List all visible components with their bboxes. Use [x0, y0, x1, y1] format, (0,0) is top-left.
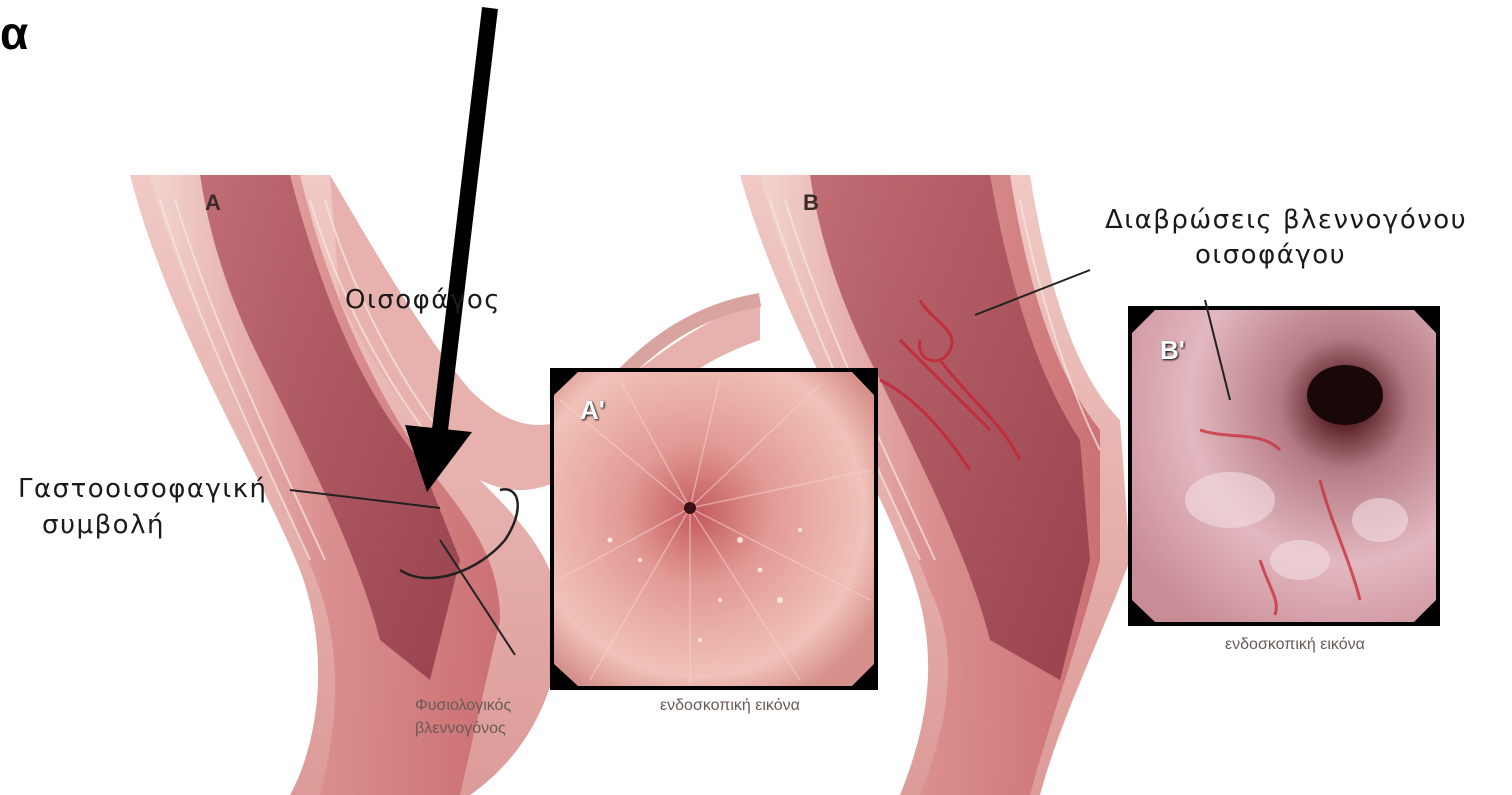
- gej-label-line1: Γαστοοισοφαγική: [18, 474, 268, 504]
- mucosa-label-line2: βλεννογόνος: [415, 720, 506, 738]
- panel-a-letter: A: [205, 190, 221, 216]
- endoscopic-caption-b: ενδοσκοπική εικόνα: [1225, 636, 1365, 654]
- endoscopic-caption-a: ενδοσκοπική εικόνα: [660, 697, 800, 715]
- mucosa-label-line1: Φυσιολογικός: [415, 697, 511, 715]
- gej-label-line2: συμβολή: [42, 510, 165, 540]
- inset-a-letter: A': [580, 395, 605, 426]
- esophagus-label: Οισοφάγος: [345, 285, 501, 315]
- corner-label: α: [0, 6, 28, 60]
- erosion-label-line1: Διαβρώσεις βλεννογόνου: [1105, 205, 1467, 235]
- panel-b-letter: B: [803, 190, 819, 216]
- inset-b-letter: B': [1160, 335, 1185, 366]
- erosion-label-line2: οισοφάγου: [1195, 240, 1346, 270]
